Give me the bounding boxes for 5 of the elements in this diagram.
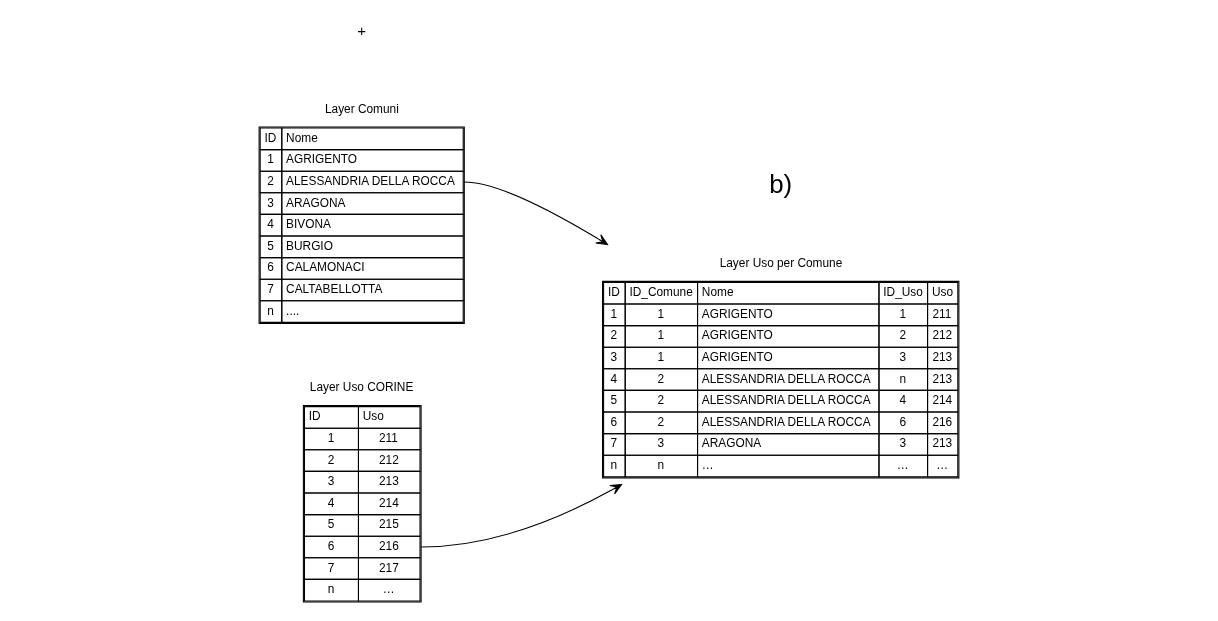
label: + [357, 21, 367, 39]
label: b) [769, 170, 793, 199]
node-label: Layer Comuni [324, 101, 399, 116]
node-label: Layer Uso CORINE [309, 380, 414, 395]
node-label: Layer Uso per Comune [719, 256, 843, 271]
